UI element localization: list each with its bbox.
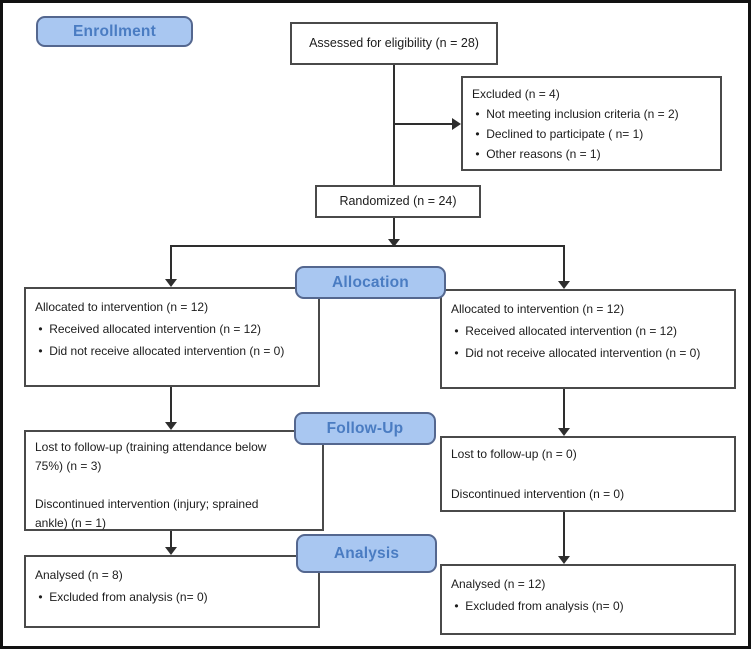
- followup-right-box: Lost to follow-up (n = 0) Discontinued i…: [440, 436, 736, 512]
- connector-alloc-to-followup-left: [170, 387, 172, 422]
- connector-split-to-alloc-right: [563, 245, 565, 281]
- allocation-right-box: Allocated to intervention (n = 12) • Rec…: [440, 289, 736, 389]
- arrow-down-icon: [558, 428, 570, 436]
- arrow-down-icon: [558, 556, 570, 564]
- connector-to-excluded: [395, 123, 452, 125]
- allocation-left-box: Allocated to intervention (n = 12) • Rec…: [24, 287, 320, 387]
- connector-split-bar: [170, 245, 565, 247]
- connector-assessed-to-randomized: [393, 65, 395, 185]
- connector-followup-to-analysis-left: [170, 531, 172, 547]
- followup-left-box: Lost to follow-up (training attendance b…: [24, 430, 324, 531]
- excluded-box: Excluded (n = 4) • Not meeting inclusion…: [461, 76, 722, 171]
- assessed-eligibility-box: Assessed for eligibility (n = 28): [290, 22, 498, 65]
- arrow-down-icon: [165, 547, 177, 555]
- analysis-right-box: Analysed (n = 12) • Excluded from analys…: [440, 564, 736, 635]
- connector-split-to-alloc-left: [170, 245, 172, 279]
- stage-label-followup: Follow-Up: [294, 412, 436, 445]
- stage-label-analysis: Analysis: [296, 534, 437, 573]
- arrow-down-icon: [388, 239, 400, 247]
- randomized-box: Randomized (n = 24): [315, 185, 481, 218]
- arrow-down-icon: [558, 281, 570, 289]
- stage-label-enrollment: Enrollment: [36, 16, 193, 47]
- connector-followup-to-analysis-right: [563, 512, 565, 556]
- stage-label-allocation: Allocation: [295, 266, 446, 299]
- analysis-left-box: Analysed (n = 8) • Excluded from analysi…: [24, 555, 320, 628]
- arrow-down-icon: [165, 279, 177, 287]
- connector-alloc-to-followup-right: [563, 389, 565, 428]
- arrow-down-icon: [165, 422, 177, 430]
- connector-randomized-to-split: [393, 218, 395, 239]
- arrow-right-icon: [452, 118, 461, 130]
